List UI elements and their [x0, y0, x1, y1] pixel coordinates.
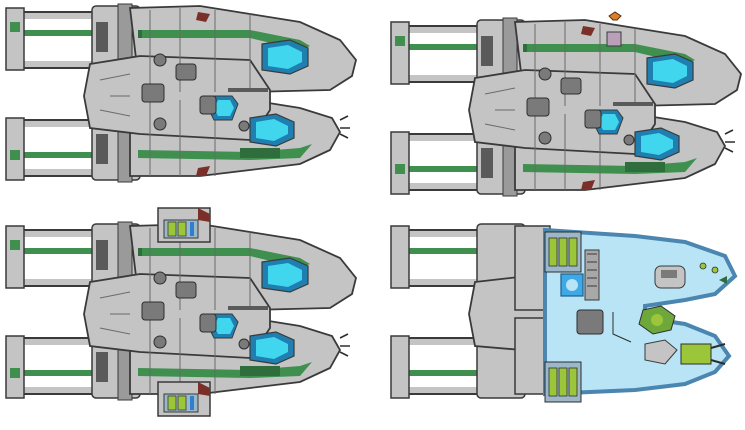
ship-hull-icon	[391, 18, 741, 196]
side-pod-top-icon	[157, 207, 211, 243]
ship-sprite-interior	[390, 223, 738, 403]
side-pod-bottom-icon	[157, 381, 211, 417]
systems-room-bottom-icon	[544, 361, 582, 403]
ship-hull-icon	[6, 4, 356, 182]
ship-sprite-pods	[6, 207, 356, 417]
ship-sprite-base	[6, 4, 356, 182]
ship-sprite-antenna	[391, 11, 741, 196]
systems-room-top-icon	[544, 231, 582, 273]
cockpit-icon	[654, 265, 686, 289]
weapon-console-icon	[644, 339, 726, 365]
shield-console-icon	[638, 305, 676, 335]
ship-hull-icon	[6, 222, 356, 400]
antenna-icon	[606, 11, 622, 47]
